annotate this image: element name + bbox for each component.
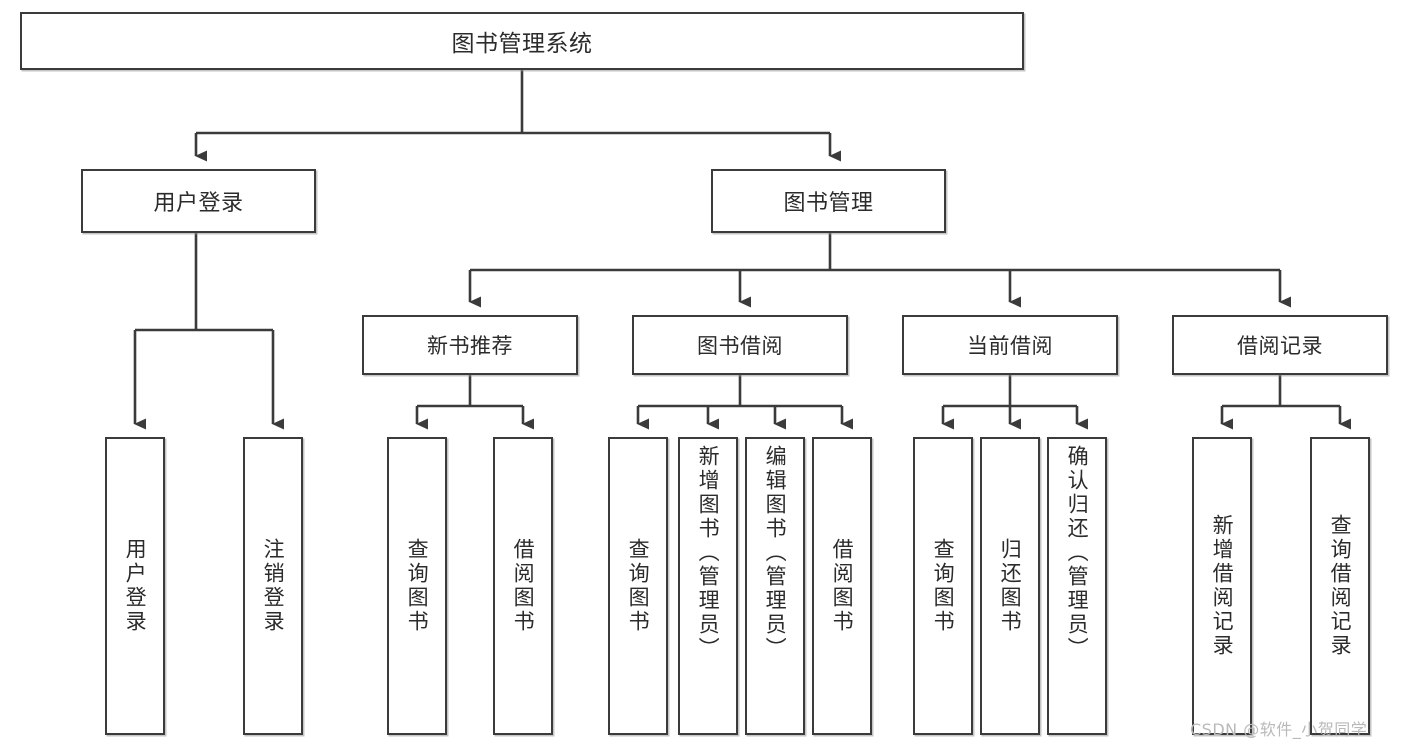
node-leaf-edit-book[interactable]: 编辑图书（管理员） — [745, 437, 805, 735]
node-leaf-query-book-1[interactable]: 查询图书 — [387, 437, 447, 735]
node-leaf-confirm-return[interactable]: 确认归还（管理员） — [1047, 437, 1107, 735]
node-new-book-recommend[interactable]: 新书推荐 — [362, 315, 578, 375]
node-leaf-edit-book-label: 编辑图书（管理员） — [763, 445, 788, 661]
node-leaf-borrow-book-1-label: 借阅图书 — [511, 538, 536, 634]
node-book-borrow-label: 图书借阅 — [697, 334, 783, 358]
node-root-system-label: 图书管理系统 — [451, 31, 593, 57]
node-root-system[interactable]: 图书管理系统 — [20, 12, 1024, 70]
node-leaf-query-book-1-label: 查询图书 — [405, 538, 430, 634]
node-leaf-query-book-2-label: 查询图书 — [626, 538, 651, 634]
node-book-management[interactable]: 图书管理 — [711, 169, 946, 233]
node-current-borrow[interactable]: 当前借阅 — [902, 315, 1118, 375]
node-borrow-record-label: 借阅记录 — [1237, 334, 1323, 358]
node-leaf-user-login-label: 用户登录 — [123, 538, 148, 634]
node-leaf-return-book[interactable]: 归还图书 — [980, 437, 1040, 735]
node-leaf-return-book-label: 归还图书 — [998, 538, 1023, 634]
node-leaf-query-book-3[interactable]: 查询图书 — [913, 437, 973, 735]
node-leaf-user-logout-label: 注销登录 — [261, 538, 286, 634]
node-leaf-borrow-book-2-label: 借阅图书 — [830, 538, 855, 634]
node-leaf-query-book-2[interactable]: 查询图书 — [608, 437, 668, 735]
node-leaf-user-login[interactable]: 用户登录 — [105, 437, 165, 735]
node-borrow-record[interactable]: 借阅记录 — [1172, 315, 1388, 375]
node-leaf-confirm-return-label: 确认归还（管理员） — [1065, 445, 1090, 661]
node-leaf-add-record[interactable]: 新增借阅记录 — [1192, 437, 1252, 735]
node-leaf-add-record-label: 新增借阅记录 — [1210, 514, 1235, 658]
node-book-management-label: 图书管理 — [783, 191, 874, 216]
node-leaf-add-book-label: 新增图书（管理员） — [696, 445, 721, 661]
node-leaf-query-record-label: 查询借阅记录 — [1328, 514, 1353, 658]
node-new-book-recommend-label: 新书推荐 — [427, 334, 513, 358]
node-leaf-query-record[interactable]: 查询借阅记录 — [1310, 437, 1370, 735]
node-leaf-query-book-3-label: 查询图书 — [931, 538, 956, 634]
node-leaf-borrow-book-1[interactable]: 借阅图书 — [493, 437, 553, 735]
node-leaf-add-book[interactable]: 新增图书（管理员） — [678, 437, 738, 735]
node-leaf-borrow-book-2[interactable]: 借阅图书 — [812, 437, 872, 735]
node-user-login[interactable]: 用户登录 — [81, 169, 316, 233]
node-current-borrow-label: 当前借阅 — [967, 334, 1053, 358]
node-book-borrow[interactable]: 图书借阅 — [632, 315, 848, 375]
node-user-login-label: 用户登录 — [153, 191, 244, 216]
node-leaf-user-logout[interactable]: 注销登录 — [243, 437, 303, 735]
